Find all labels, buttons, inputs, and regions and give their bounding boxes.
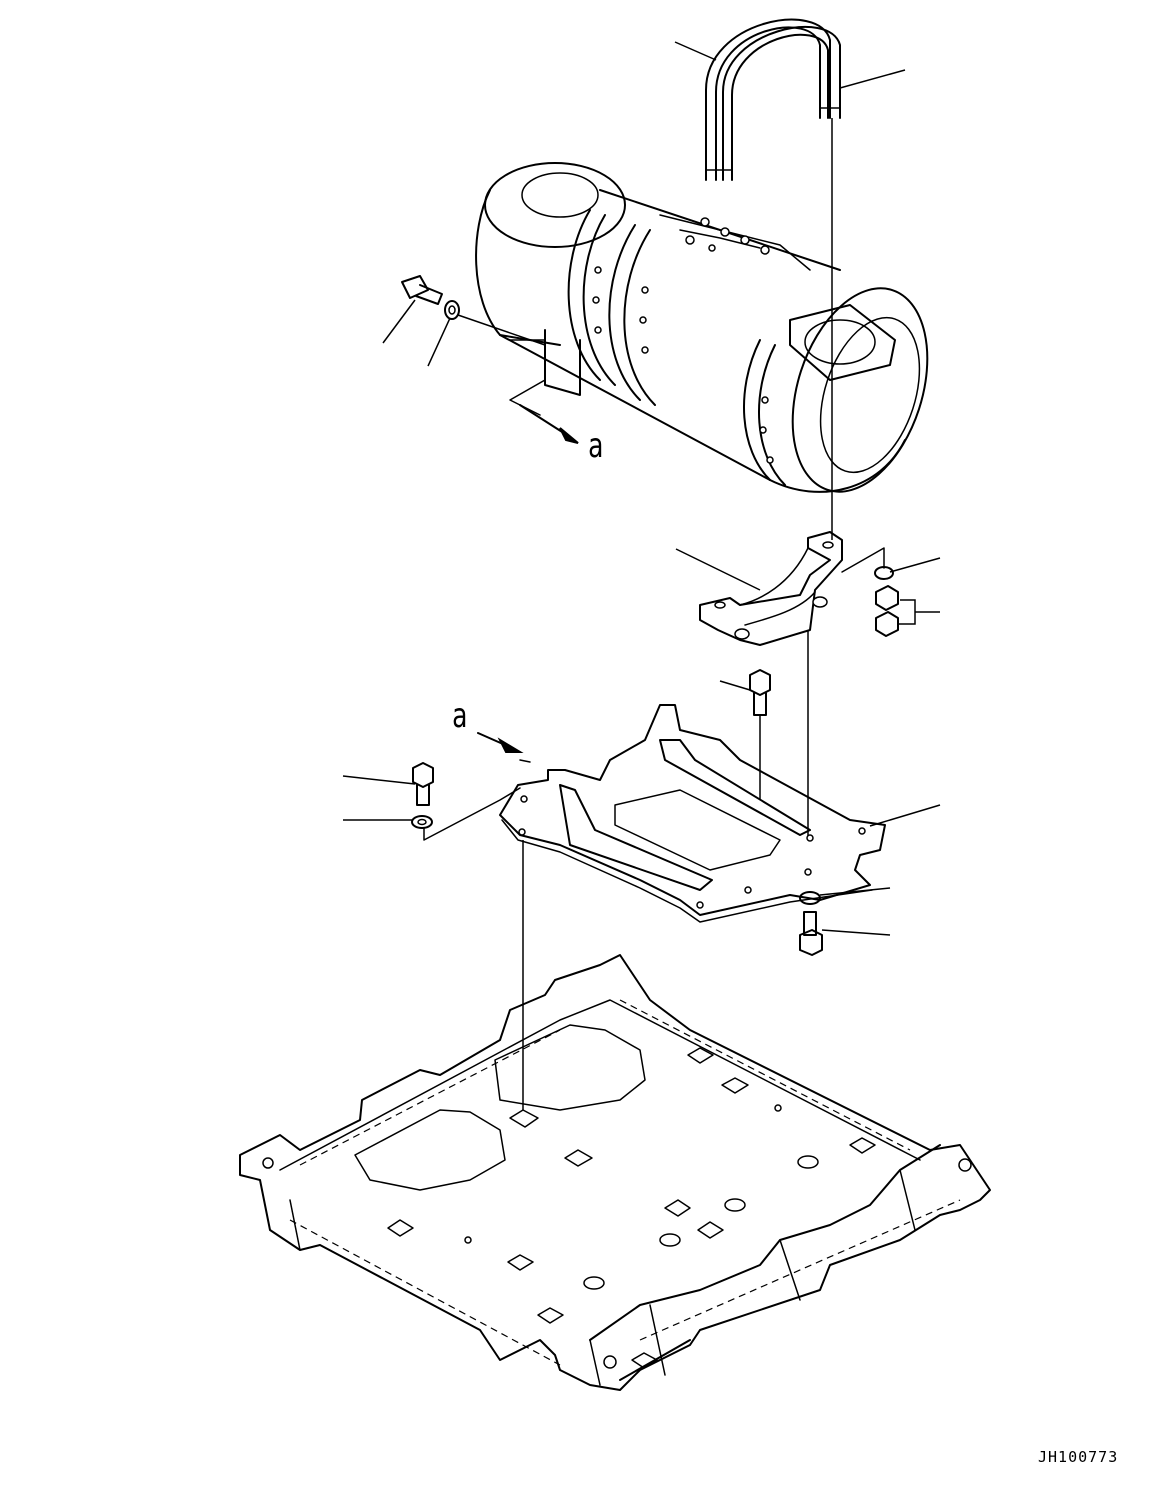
view-label-bottom: a xyxy=(452,696,468,736)
view-arrow-top xyxy=(509,379,579,444)
hex-bolt-middle xyxy=(749,669,771,716)
hex-bolt-left xyxy=(401,275,443,305)
mount-plate xyxy=(499,704,886,923)
leader-lines xyxy=(342,41,941,936)
washer-plate-left xyxy=(411,815,433,829)
washer-left xyxy=(444,300,460,320)
nut-upper xyxy=(875,585,899,611)
view-arrow-bottom xyxy=(477,732,531,763)
nut-lower xyxy=(875,611,899,637)
leader-washer-bracket xyxy=(841,547,885,573)
washer-plate-right xyxy=(799,891,821,905)
plate-bolt-axis xyxy=(423,787,521,841)
drawing-code: JH100773 xyxy=(1038,1448,1119,1466)
hex-bolt-plate-left xyxy=(412,762,434,806)
view-label-top: a xyxy=(588,426,604,466)
u-bolt-pair xyxy=(705,18,841,181)
bolt-axis-line xyxy=(457,314,546,346)
washer-right xyxy=(874,566,894,580)
muffler-assembly xyxy=(475,162,929,493)
muffler-bracket xyxy=(699,531,843,646)
hex-bolt-plate-right xyxy=(799,911,823,956)
revolving-frame xyxy=(239,954,991,1391)
